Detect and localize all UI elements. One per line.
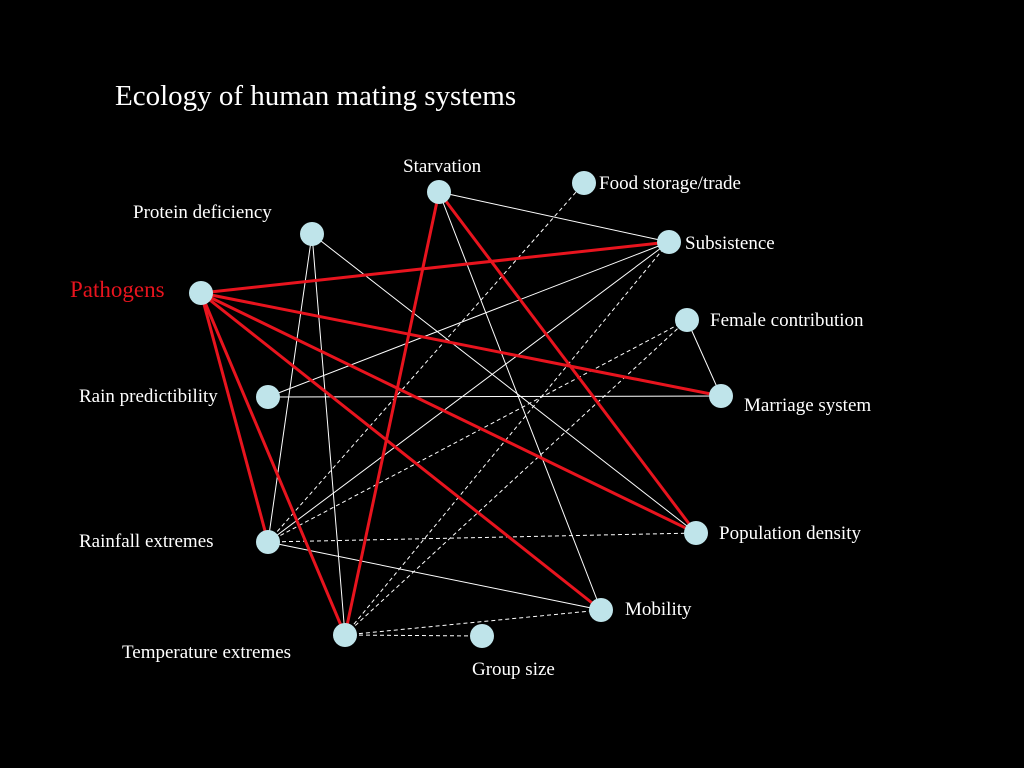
node-female_contribution [675, 308, 699, 332]
node-marriage_system [709, 384, 733, 408]
edge-rainfall_extremes-food_storage [267, 182, 585, 543]
edge-starvation-mobility [438, 191, 602, 611]
edge-starvation-subsistence [438, 191, 670, 243]
node-protein [300, 222, 324, 246]
node-label-rain_predictability: Rain predictibility [79, 386, 218, 407]
edge-protein-temperature_extremes [311, 233, 346, 636]
edge-rainfall_extremes-subsistence [267, 241, 670, 543]
edge-temperature_extremes-female_contribution [344, 319, 688, 636]
edge-pathogens-rainfall_extremes [199, 292, 270, 543]
nodes-layer [189, 171, 733, 648]
edge-protein-population_density [311, 233, 697, 534]
edge-rainfall_extremes-female_contribution [267, 319, 688, 543]
node-label-population_density: Population density [719, 523, 861, 544]
node-label-group_size: Group size [472, 659, 555, 680]
node-rainfall_extremes [256, 530, 280, 554]
edge-starvation-population_density [437, 191, 698, 534]
edge-pathogens-temperature_extremes [199, 292, 347, 636]
edge-pathogens-marriage_system [200, 291, 722, 398]
node-label-pathogens: Pathogens [70, 277, 165, 302]
edge-rain_predictability-subsistence [267, 241, 670, 398]
node-label-rainfall_extremes: Rainfall extremes [79, 531, 214, 552]
node-starvation [427, 180, 451, 204]
node-label-subsistence: Subsistence [685, 233, 775, 254]
node-label-mobility: Mobility [625, 599, 692, 620]
node-label-female_contribution: Female contribution [710, 310, 864, 331]
edge-rainfall_extremes-population_density [267, 532, 697, 543]
node-pathogens [189, 281, 213, 305]
node-label-temperature_extremes: Temperature extremes [122, 642, 291, 663]
node-label-food_storage: Food storage/trade [599, 173, 741, 194]
edge-temperature_extremes-mobility [344, 609, 602, 636]
node-mobility [589, 598, 613, 622]
node-group_size [470, 624, 494, 648]
node-rain_predictability [256, 385, 280, 409]
node-temperature_extremes [333, 623, 357, 647]
edge-starvation-temperature_extremes [343, 191, 441, 636]
edge-pathogens-subsistence [200, 240, 670, 295]
edge-rainfall_extremes-mobility [267, 541, 602, 611]
edge-pathogens-population_density [200, 291, 697, 535]
node-food_storage [572, 171, 596, 195]
slide-title: Ecology of human mating systems [115, 80, 517, 112]
node-label-marriage_system: Marriage system [744, 395, 871, 416]
edge-temperature_extremes-subsistence [344, 241, 670, 636]
edge-pathogens-mobility [200, 291, 602, 612]
edge-temperature_extremes-group_size [344, 634, 483, 637]
edges-layer [199, 182, 722, 637]
node-population_density [684, 521, 708, 545]
edge-female_contribution-marriage_system [686, 319, 722, 397]
node-label-protein: Protein deficiency [133, 202, 272, 223]
edge-rain_predictability-marriage_system [267, 395, 722, 398]
node-label-starvation: Starvation [403, 156, 482, 177]
node-subsistence [657, 230, 681, 254]
